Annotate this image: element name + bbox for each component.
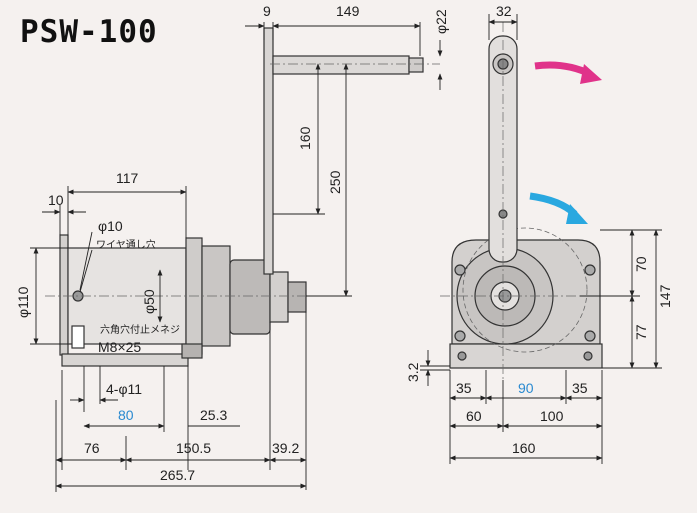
rotation-arrow-magenta-icon: [534, 61, 592, 78]
front-view: [440, 22, 640, 380]
bolt-size-label: M8×25: [98, 339, 141, 355]
dim-160: 160: [512, 440, 536, 456]
drum-flange-left: [59, 234, 69, 356]
handle-arm: [263, 27, 274, 275]
base-bolt: [181, 343, 203, 359]
side-dims: [30, 22, 443, 492]
handle-grip: [272, 55, 410, 75]
wire-hole-label: ワイヤ通し穴: [96, 238, 156, 251]
base-plate: [61, 353, 189, 367]
front-dims: [420, 14, 662, 464]
model-title: PSW-100: [20, 14, 158, 50]
rotation-arrow-cyan-icon: [529, 192, 578, 217]
dim-147: 147: [657, 284, 673, 308]
front-base-plate: [449, 343, 603, 369]
dim-150-5: 150.5: [176, 440, 211, 456]
dim-77: 77: [633, 324, 649, 340]
side-view: [45, 27, 440, 367]
dim-160: 160: [297, 126, 313, 150]
dim-117: 117: [116, 170, 139, 186]
dim-265-7: 265.7: [160, 467, 195, 483]
hex-bolt-label: 六角穴付止メネジ: [100, 323, 180, 336]
hub: [269, 271, 289, 323]
dim-250: 250: [327, 170, 343, 194]
dim-25-3: 25.3: [200, 407, 227, 423]
dim-phi110: φ110: [15, 286, 31, 318]
dim-phi10: φ10: [98, 218, 123, 234]
dim-phi22: φ22: [433, 9, 449, 34]
dim-35-left: 35: [456, 380, 472, 396]
dim-3-2: 3.2: [405, 362, 421, 382]
set-screw: [71, 325, 85, 349]
dim-10: 10: [48, 192, 64, 208]
dim-149: 149: [336, 3, 360, 19]
dim-4-phi11: 4-φ11: [106, 381, 142, 397]
dim-100: 100: [540, 408, 564, 424]
dim-9: 9: [263, 3, 271, 19]
dim-76: 76: [84, 440, 100, 456]
shaft-nut: [287, 281, 307, 313]
dim-phi50: φ50: [141, 289, 157, 314]
dim-90: 90: [518, 380, 534, 396]
dim-35-right: 35: [572, 380, 588, 396]
dim-70: 70: [633, 256, 649, 272]
dim-32: 32: [496, 3, 512, 19]
dim-39-2: 39.2: [272, 440, 299, 456]
dim-60: 60: [466, 408, 482, 424]
dim-80: 80: [118, 407, 134, 423]
